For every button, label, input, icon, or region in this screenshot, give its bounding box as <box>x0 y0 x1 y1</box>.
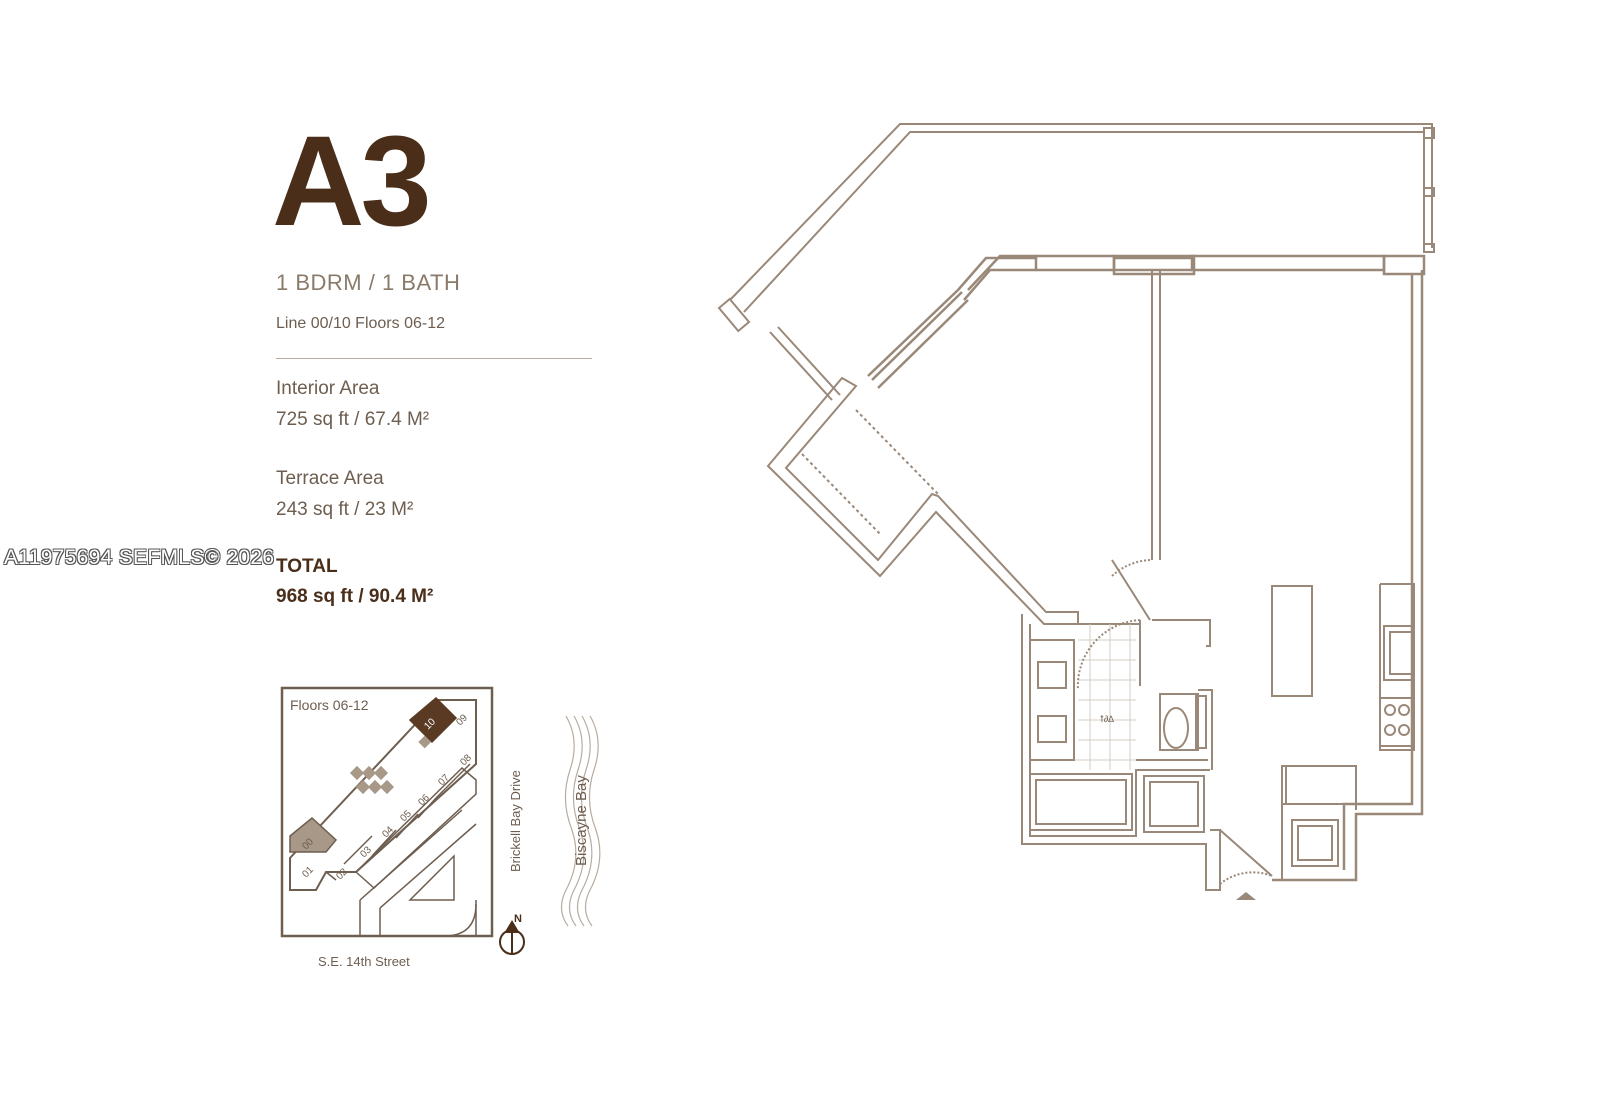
terrace-area-value: 243 sq ft / 23 M² <box>276 499 414 520</box>
fridge-counter <box>1285 765 1357 805</box>
unit-label-09: 09 <box>454 712 470 728</box>
washer <box>1149 781 1199 827</box>
mls-watermark: A11975694 SEFMLS© 2026 <box>4 546 275 569</box>
key-plan-floors-label: Floors 06-12 <box>290 697 369 713</box>
key-plan <box>280 686 601 955</box>
total-area-label: TOTAL <box>276 556 338 577</box>
terrace-outline <box>717 123 1435 401</box>
unit-title: A3 <box>272 110 432 253</box>
ac-closet <box>1291 819 1339 867</box>
kitchen <box>1271 583 1415 805</box>
entry-closet <box>766 376 1079 625</box>
vanity <box>1029 639 1075 761</box>
bath-label: ꝉ∂∆ <box>1100 714 1114 724</box>
bathroom-floor <box>1030 624 1136 770</box>
entry-marker-icon <box>1236 892 1256 900</box>
unit-10-highlight <box>408 696 458 744</box>
unit-label-02: 02 <box>334 866 350 882</box>
total-area-value: 968 sq ft / 90.4 M² <box>276 586 434 607</box>
kitchen-sink <box>1383 625 1415 681</box>
washer-closet <box>1143 775 1205 833</box>
unit-00-highlight <box>289 817 338 853</box>
exterior-walls <box>867 254 1426 882</box>
interior-area-value: 725 sq ft / 67.4 M² <box>276 409 430 430</box>
north-arrow-icon <box>499 920 525 955</box>
bathtub-inner <box>1035 779 1127 825</box>
entry-door <box>1219 829 1273 885</box>
street-label-right: Brickell Bay Drive <box>508 770 523 872</box>
ac-unit <box>1297 825 1333 861</box>
interior-area-label: Interior Area <box>276 378 380 399</box>
unit-type: 1 BDRM / 1 BATH <box>276 270 461 295</box>
terrace-area-label: Terrace Area <box>276 468 384 489</box>
cooktop <box>1379 697 1415 747</box>
unit-line-floors: Line 00/10 Floors 06-12 <box>276 315 445 332</box>
bathtub <box>1029 773 1133 831</box>
toilet <box>1159 693 1207 751</box>
interior-walls <box>1021 270 1357 891</box>
unit-label-07: 07 <box>436 772 452 788</box>
kitchen-island <box>1271 585 1313 697</box>
north-label: N <box>514 913 522 925</box>
bath-door <box>1076 559 1151 691</box>
divider <box>276 358 592 359</box>
unit-label-08: 08 <box>458 752 474 768</box>
unit-label-01: 01 <box>300 864 316 880</box>
water-label: Biscayne Bay <box>573 775 590 866</box>
street-label-bottom: S.E. 14th Street <box>318 954 410 969</box>
